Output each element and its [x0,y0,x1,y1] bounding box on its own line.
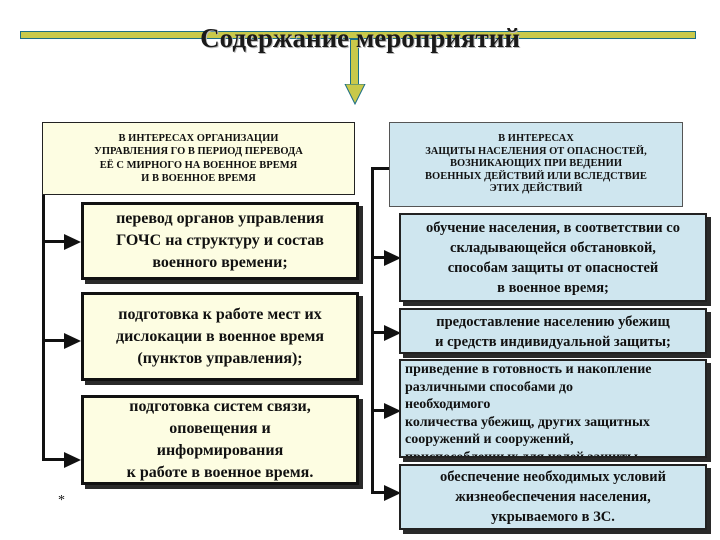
right-item-2: предоставление населению убежищ и средст… [399,308,707,354]
right-item-3: приведение в готовность и накопление раз… [399,359,707,458]
header-right-box: В ИНТЕРЕСАХ ЗАЩИТЫ НАСЕЛЕНИЯ ОТ ОПАСНОСТ… [389,122,683,207]
right-arrow-4 [384,485,401,501]
left-branch-1 [42,240,70,243]
right-arrow-3 [384,403,401,419]
right-trunk-line [371,167,374,493]
right-item-4: обеспечение необходимых условий жизнеобе… [399,464,707,530]
right-arrow-2 [384,325,401,341]
right-branch-2 [371,331,389,334]
left-branch-2 [42,339,70,342]
right-branch-4 [371,491,389,494]
left-arrow-1 [64,234,81,250]
left-item-2: подготовка к работе мест их дислокации в… [81,292,359,381]
footnote-asterisk: * [58,493,65,508]
right-branch-1 [371,256,389,259]
left-arrow-3 [64,452,81,468]
title-bar [20,31,696,39]
left-branch-3 [42,458,70,461]
page-title: Содержание мероприятий [200,23,520,53]
right-top-stub [371,167,389,170]
header-left-box: В ИНТЕРЕСАХ ОРГАНИЗАЦИИ УПРАВЛЕНИЯ ГО В … [42,122,355,195]
left-item-3: подготовка систем связи, оповещения и ин… [81,395,359,485]
title-stem-arrow [344,84,366,106]
right-branch-3 [371,409,389,412]
left-item-1: перевод органов управления ГОЧС на струк… [81,202,359,280]
left-arrow-2 [64,333,81,349]
right-item-1: обучение населения, в соответствии со ск… [399,213,707,302]
left-trunk-line [42,195,45,460]
right-arrow-1 [384,250,401,266]
